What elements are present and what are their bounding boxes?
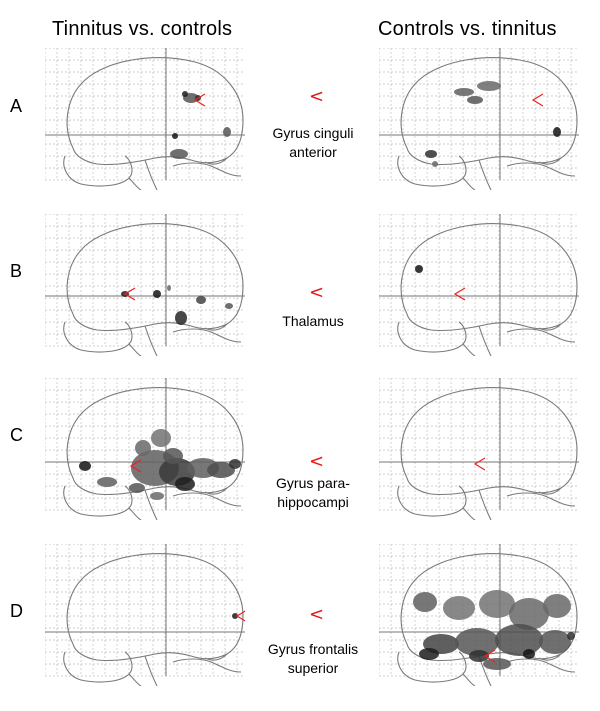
column-header-right: Controls vs. tinnitus — [378, 18, 557, 40]
glass-brain-c-tinnitus-vs-controls — [45, 378, 245, 520]
activation-cluster — [553, 127, 561, 137]
region-label-c-line1: Gyrus para- — [276, 475, 350, 491]
brainstem-outline — [397, 321, 576, 356]
activation-cluster — [479, 590, 515, 618]
activation-cluster — [175, 311, 187, 325]
activation-cluster — [483, 658, 511, 670]
peak-arrowhead — [235, 610, 245, 622]
brain-outline — [66, 223, 244, 332]
activation-cluster — [454, 88, 474, 96]
region-label-b-line1: Thalamus — [282, 313, 344, 329]
activation-cluster — [567, 632, 575, 640]
region-label-d-line2: superior — [287, 660, 339, 676]
arrow-marker-d: < — [309, 604, 325, 625]
activation-cluster — [97, 477, 117, 487]
brainstem-outline — [397, 155, 576, 190]
activation-cluster — [523, 649, 535, 659]
column-header-left: Tinnitus vs. controls — [52, 18, 233, 40]
grid-lines — [379, 48, 579, 181]
activation-cluster — [467, 96, 483, 104]
peak-arrowhead — [531, 93, 544, 107]
activation-cluster — [150, 492, 164, 500]
brainstem-outline — [397, 485, 576, 520]
activation-cluster — [196, 296, 206, 304]
grid-lines — [45, 48, 245, 181]
activation-cluster — [455, 628, 499, 656]
region-label-d-line1: Gyrus frontalis — [267, 641, 359, 657]
peak-arrowhead — [193, 93, 206, 107]
brainstem-outline — [397, 651, 576, 686]
activation-cluster — [223, 127, 231, 137]
activation-cluster — [129, 483, 145, 493]
activation-cluster — [207, 462, 235, 478]
activation-cluster — [225, 303, 233, 309]
activation-cluster — [79, 461, 91, 471]
activation-cluster — [153, 290, 161, 298]
activation-cluster — [509, 598, 549, 630]
activation-cluster — [151, 429, 171, 447]
glass-brain-a-controls-vs-tinnitus — [379, 48, 579, 190]
activation-cluster — [135, 440, 151, 456]
activation-cluster — [232, 613, 238, 619]
activation-cluster — [167, 285, 171, 291]
glass-brain-a-tinnitus-vs-controls — [45, 48, 245, 190]
glass-brain-b-tinnitus-vs-controls — [45, 214, 245, 356]
activation-cluster — [432, 161, 438, 167]
activation-cluster — [495, 624, 543, 656]
activation-cluster — [477, 81, 501, 91]
brain-outline — [400, 387, 578, 496]
region-label-c: Gyrus para- hippocampi — [243, 474, 383, 512]
activation-cluster — [539, 630, 571, 654]
brainstem-outline — [63, 321, 242, 356]
activation-cluster — [172, 133, 178, 139]
glass-brain-c-controls-vs-tinnitus — [379, 378, 579, 520]
region-label-d: Gyrus frontalis superior — [243, 640, 383, 678]
brain-outline — [400, 57, 578, 166]
peak-arrowhead — [483, 649, 496, 663]
brainstem-outline — [63, 155, 242, 190]
brain-outline — [66, 553, 244, 662]
activation-cluster — [170, 149, 188, 159]
activation-cluster — [425, 150, 437, 158]
row-label-d: D — [10, 601, 23, 621]
activation-cluster — [419, 648, 439, 660]
brain-outline — [66, 387, 244, 496]
activation-cluster — [443, 596, 475, 620]
row-label-c: C — [10, 425, 23, 445]
grid-lines — [45, 544, 245, 677]
arrow-marker-a: < — [309, 86, 325, 107]
peak-arrowhead — [129, 459, 142, 473]
peak-arrowhead — [473, 457, 486, 471]
activation-cluster — [413, 592, 437, 612]
glass-brain-d-controls-vs-tinnitus — [379, 544, 579, 686]
region-label-c-line2: hippocampi — [277, 494, 349, 510]
region-label-a: Gyrus cinguli anterior — [243, 124, 383, 162]
region-label-a-line1: Gyrus cinguli — [272, 125, 354, 141]
brain-outline — [400, 223, 578, 332]
activation-cluster — [229, 459, 241, 469]
region-label-a-line2: anterior — [289, 144, 337, 160]
row-label-a: A — [10, 96, 23, 116]
activation-cluster — [469, 650, 489, 662]
region-label-b: Thalamus — [243, 312, 383, 331]
brain-outline — [66, 57, 244, 166]
activation-cluster — [543, 594, 571, 618]
brainstem-outline — [63, 651, 242, 686]
brainstem-outline — [63, 485, 242, 520]
activation-cluster — [163, 448, 183, 464]
arrow-marker-c: < — [309, 451, 325, 472]
glass-brain-b-controls-vs-tinnitus — [379, 214, 579, 356]
arrow-marker-b: < — [309, 282, 325, 303]
glass-brain-d-tinnitus-vs-controls — [45, 544, 245, 686]
activation-cluster — [415, 265, 423, 273]
peak-arrowhead — [453, 287, 466, 301]
activation-cluster — [182, 91, 188, 97]
activation-cluster — [175, 477, 195, 491]
peak-arrowhead — [123, 287, 136, 301]
row-label-b: B — [10, 261, 23, 281]
